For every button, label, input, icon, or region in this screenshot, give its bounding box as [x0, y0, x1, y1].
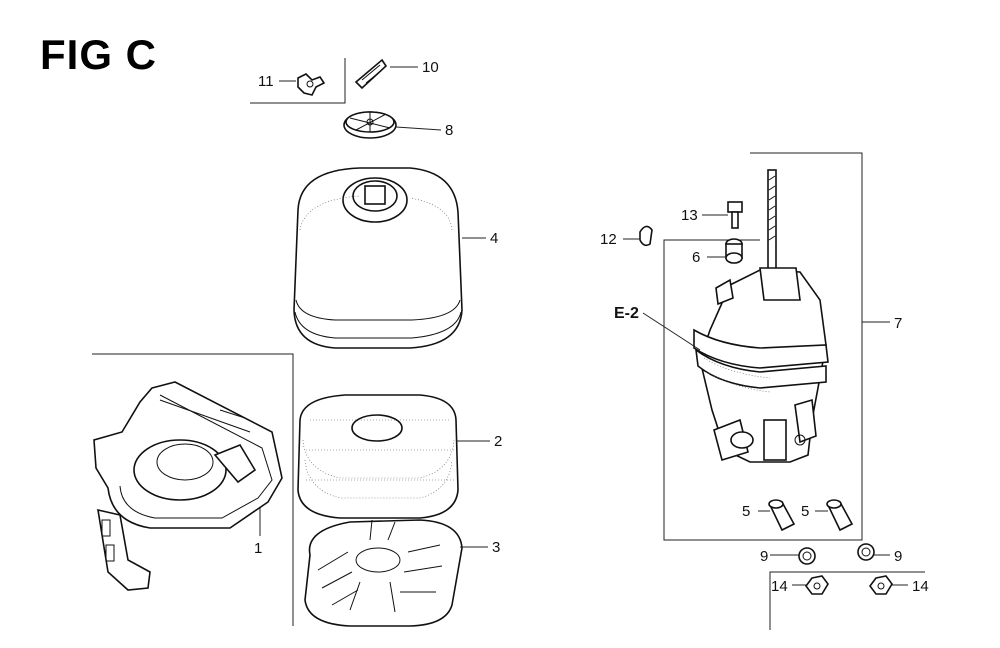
element-grid-part: [304, 519, 463, 627]
callout-4: 4: [490, 230, 498, 247]
air-cleaner-cover-part: [293, 167, 463, 349]
callout-9-left: 9: [760, 548, 768, 565]
clip-part: [354, 58, 388, 90]
bolt-part: [727, 201, 743, 229]
tube-part-right: [826, 499, 854, 532]
callout-9-right: 9: [894, 548, 902, 565]
air-intake-housing-part: [693, 169, 829, 463]
callout-3: 3: [492, 539, 500, 556]
callout-13: 13: [681, 207, 698, 224]
nut-14-left: [805, 575, 829, 595]
nut-9-left: [798, 547, 816, 565]
callout-labels: 1 2 3 4 5 5 6 7 8 9 9 10 11 12 13 14 14 …: [254, 59, 929, 595]
group-brackets: [92, 58, 925, 630]
tube-part-left: [768, 499, 796, 532]
cover-cap-part: [343, 111, 397, 139]
nut-9-right: [857, 543, 875, 561]
callout-10: 10: [422, 59, 439, 76]
callout-2: 2: [494, 433, 502, 450]
callout-6: 6: [692, 249, 700, 266]
figure-title: FIG C: [40, 31, 157, 78]
clip-12-part: [639, 225, 653, 247]
callout-11: 11: [258, 73, 274, 90]
air-cleaner-base-part: [93, 381, 283, 591]
callout-7: 7: [894, 315, 902, 332]
callout-8: 8: [445, 122, 453, 139]
leader-lines: [259, 66, 908, 586]
filter-element-part: [297, 394, 459, 519]
callout-1: 1: [254, 540, 262, 557]
wing-nut-part: [297, 73, 326, 96]
callout-12: 12: [600, 231, 617, 248]
callout-5-right: 5: [801, 503, 809, 520]
callout-5-left: 5: [742, 503, 750, 520]
nut-14-right: [869, 575, 893, 595]
callout-14-right: 14: [912, 578, 929, 595]
collar-part: [725, 238, 743, 264]
reference-label-e2: E-2: [614, 305, 639, 322]
callout-14-left: 14: [771, 578, 788, 595]
